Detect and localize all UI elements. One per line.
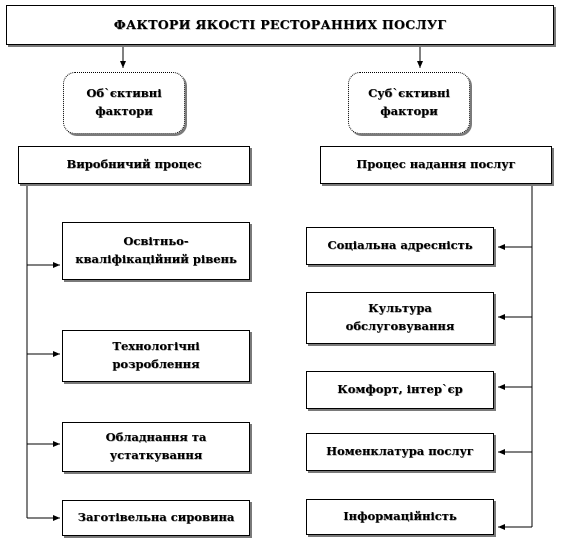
subjective-item-3: Комфорт, інтер`єр [306,371,494,409]
service-process-label: Процес надання послуг [356,157,516,172]
service-process-node: Процес надання послуг [320,146,552,184]
subjective-item-4: Номенклатура послуг [306,433,494,471]
objective-item-3: Обладнання та устаткування [62,422,250,472]
subjective-item-3-label: Комфорт, інтер`єр [337,382,463,397]
objective-item-1-label: Освітньо-кваліфікаційний рівень [75,234,237,266]
diagram-title-text: ФАКТОРИ ЯКОСТІ РЕСТОРАННИХ ПОСЛУГ [113,17,447,33]
objective-factors-node: Об`єктивні фактори [63,72,185,134]
subjective-factors-label: Суб`єктивні фактори [368,86,450,118]
objective-item-4: Заготівельна сировина [62,500,250,536]
subjective-item-4-label: Номенклатура послуг [326,444,474,459]
subjective-item-5-label: Інформаційність [343,509,457,524]
objective-item-2: Технологічні розроблення [62,330,250,382]
objective-item-2-label: Технологічні розроблення [112,339,200,371]
subjective-item-2-label: Культура обслуговування [345,301,455,333]
subjective-item-1: Соціальна адресність [306,227,494,265]
subjective-item-1-label: Соціальна адресність [327,238,473,253]
subjective-factors-node: Суб`єктивні фактори [348,72,470,134]
diagram-title: ФАКТОРИ ЯКОСТІ РЕСТОРАННИХ ПОСЛУГ [6,5,554,45]
production-process-label: Виробничий процес [66,157,202,172]
objective-item-4-label: Заготівельна сировина [77,510,235,525]
objective-item-3-label: Обладнання та устаткування [105,430,207,462]
subjective-item-2: Культура обслуговування [306,292,494,344]
objective-item-1: Освітньо-кваліфікаційний рівень [62,222,250,280]
objective-factors-label: Об`єктивні фактори [86,86,162,118]
subjective-item-5: Інформаційність [306,499,494,535]
production-process-node: Виробничий процес [18,146,250,184]
